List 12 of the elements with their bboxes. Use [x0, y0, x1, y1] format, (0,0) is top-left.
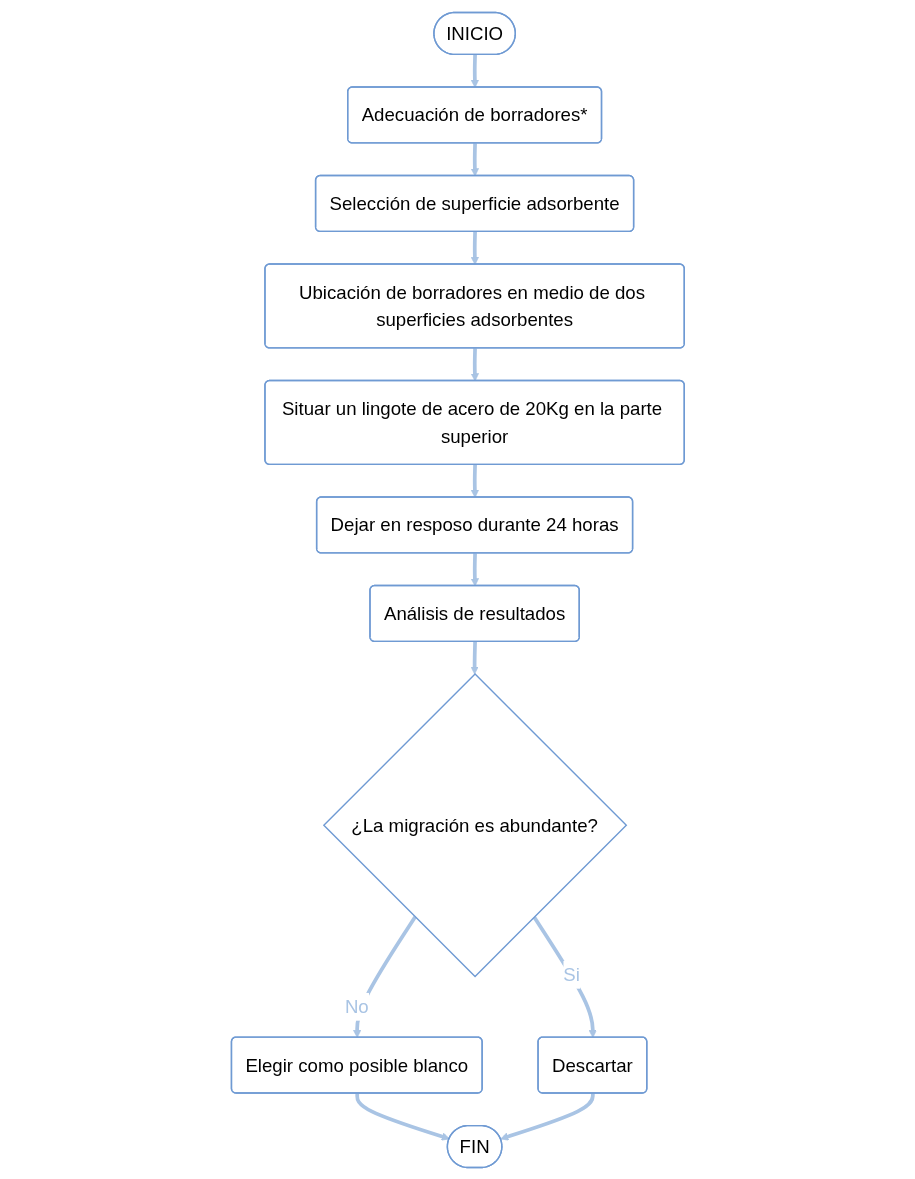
arrow: [354, 1092, 450, 1141]
arrow: [470, 464, 479, 498]
edge-label: No: [344, 996, 369, 1017]
arrow: [470, 231, 479, 265]
arrow: [470, 641, 479, 674]
arrow: [470, 552, 479, 586]
arrow: [470, 142, 479, 176]
arrow: [470, 54, 479, 88]
arrow: [499, 1092, 595, 1141]
edge-label: Si: [563, 964, 580, 985]
arrow: [532, 915, 597, 1038]
arrow: [470, 347, 479, 381]
